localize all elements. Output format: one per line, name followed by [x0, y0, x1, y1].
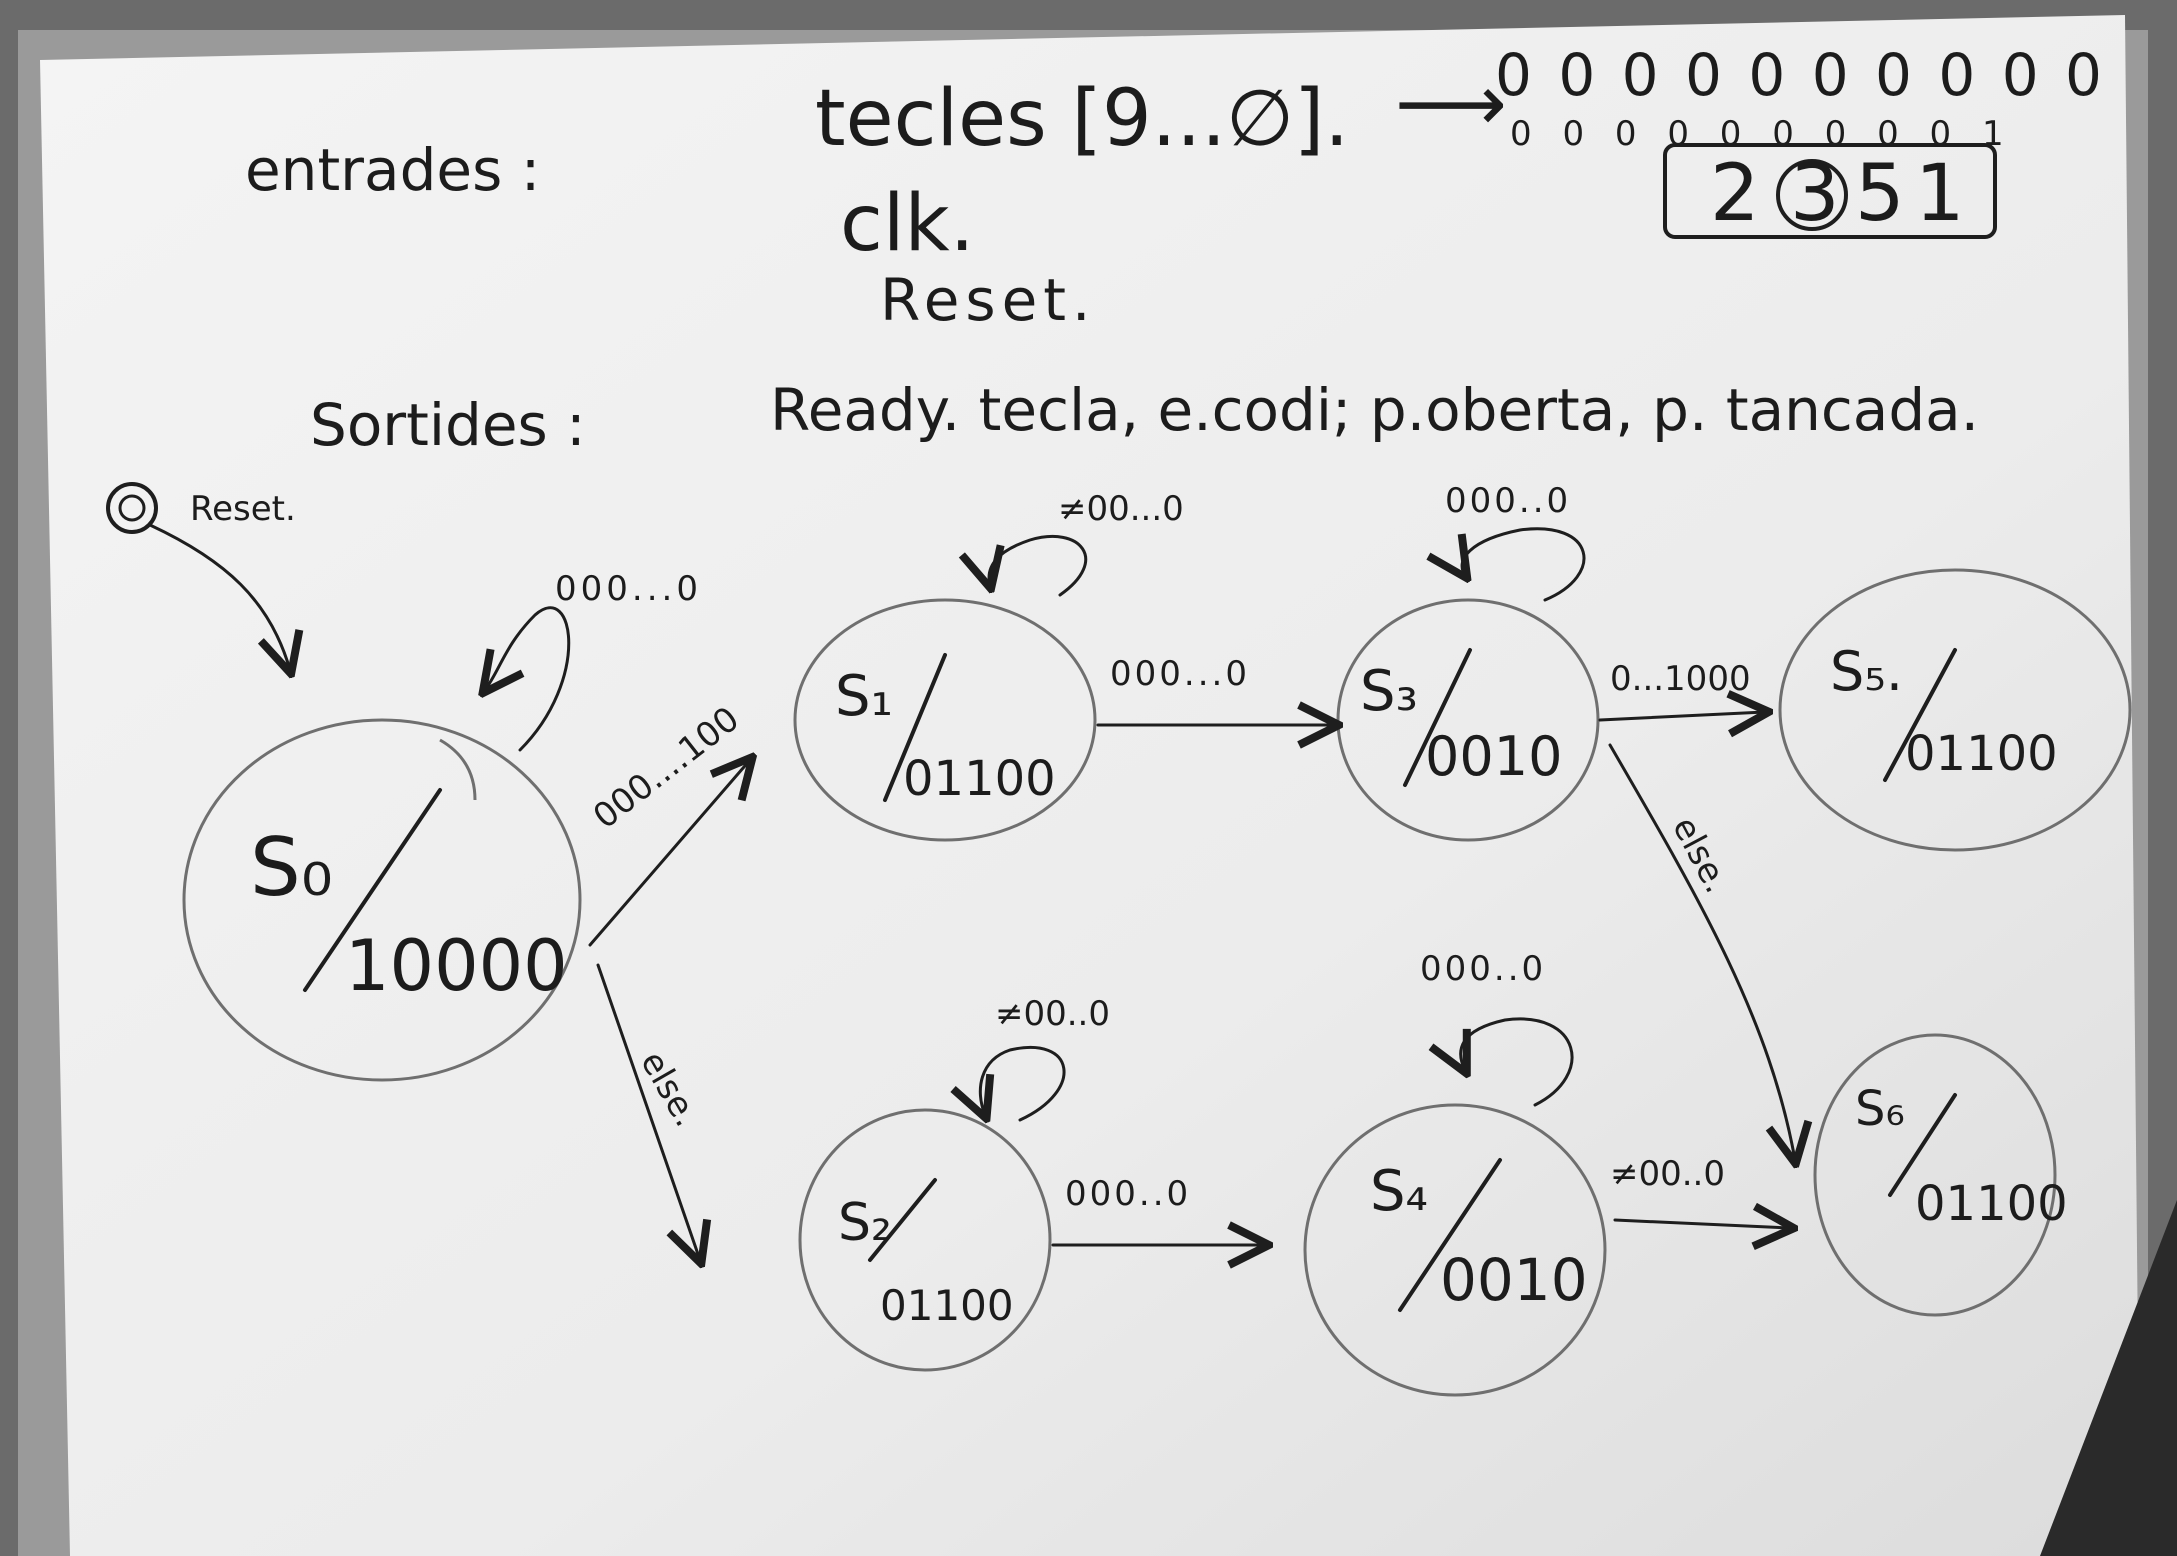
code-row-2: 0 0 0 0 0 0 0 0 0 1 [1510, 114, 2014, 154]
state-divider [303, 788, 442, 992]
state-name: S₁ [835, 664, 893, 729]
loop-s0-label: 000...0 [555, 569, 702, 609]
state-output: 0010 [1425, 725, 1562, 788]
loop-s2 [980, 1046, 1066, 1120]
loop-s4-label: 000..0 [1420, 949, 1546, 989]
state-circle-overlap [439, 738, 477, 801]
state-name: S₂ [838, 1193, 892, 1253]
transition-s2-s4-label: 000..0 [1065, 1174, 1191, 1214]
state-divider [1883, 648, 1957, 782]
transition-s3-s5-label: 0...1000 [1610, 659, 1751, 699]
state-name: S₆ [1855, 1081, 1905, 1137]
state-s6: S₆ 01100 [1813, 1033, 2068, 1317]
transition-s0-s2 [596, 963, 700, 1260]
state-s5: S₅. 01100 [1778, 568, 2132, 852]
transition-s1-s3-label: 000...0 [1110, 654, 1250, 694]
state-divider [1888, 1093, 1957, 1197]
state-s2: S₂ 01100 [798, 1108, 1052, 1372]
state-name: S₄ [1370, 1159, 1428, 1224]
state-divider [1398, 1158, 1502, 1312]
state-name: S₃ [1360, 659, 1418, 724]
state-s0: S₀ 10000 [182, 718, 582, 1082]
state-circle [182, 718, 582, 1082]
state-output: 0010 [1440, 1246, 1588, 1314]
state-name: S₀ [250, 821, 333, 914]
loop-s3 [1462, 527, 1586, 602]
input-keys: tecles [9...∅]. [815, 74, 1349, 164]
transition-s3-s6 [1608, 743, 1795, 1160]
board-surface [40, 15, 2140, 1556]
code-row-1: 0 0 0 0 0 0 0 0 0 0 [1495, 41, 2106, 109]
code-digit-1: 2 [1710, 149, 1760, 239]
reset-label: Reset. [190, 489, 296, 529]
loop-s4 [1461, 1017, 1574, 1107]
reset-initial-dot [106, 482, 158, 534]
code-box-frame [1663, 143, 1997, 239]
state-output: 01100 [1905, 726, 2058, 782]
state-divider [883, 653, 947, 802]
transition-s0-s1 [588, 760, 750, 947]
state-s3: S₃ 0010 [1336, 598, 1600, 842]
code-digit-2: 3 [1790, 149, 1840, 239]
state-output: 01100 [880, 1281, 1014, 1330]
person-shoulder [2040, 1200, 2177, 1556]
state-circle [1303, 1103, 1607, 1397]
loop-s0 [485, 606, 571, 752]
outputs-list: Ready. tecla, e.codi; p.oberta, p. tanca… [770, 376, 1979, 444]
loop-s2-label: ≠00..0 [995, 994, 1110, 1034]
state-divider [868, 1178, 937, 1262]
reset-arrow [148, 523, 290, 670]
state-divider [1403, 648, 1472, 787]
state-circle [798, 1108, 1052, 1372]
state-circle [1813, 1033, 2057, 1317]
code-digit-3: 5 [1855, 149, 1905, 239]
code-digit-highlight [1776, 159, 1848, 231]
input-clk: clk. [840, 179, 975, 269]
state-output: 01100 [1915, 1176, 2068, 1232]
inputs-label: entrades : [245, 136, 540, 204]
code-box: 2 3 5 1 [1663, 143, 1997, 239]
loop-s1 [989, 534, 1088, 595]
code-digit-4: 1 [1915, 149, 1965, 239]
reset-initial-dot-inner [118, 494, 146, 522]
state-s1: S₁ 01100 [793, 598, 1097, 842]
loop-s1-label: ≠00...0 [1058, 489, 1184, 529]
transition-s3-s5 [1598, 712, 1765, 720]
state-circle [793, 598, 1097, 842]
transition-s4-s6-label: ≠00..0 [1610, 1154, 1725, 1194]
state-circle [1778, 568, 2132, 852]
state-name: S₅. [1830, 640, 1903, 703]
key-arrow: ⟶ [1395, 59, 1507, 149]
state-s4: S₄ 0010 [1303, 1103, 1607, 1397]
state-output: 01100 [903, 751, 1056, 807]
outputs-label: Sortides : [310, 391, 586, 459]
loop-s3-label: 000..0 [1445, 481, 1571, 521]
state-output: 10000 [345, 925, 568, 1007]
transition-s4-s6 [1613, 1220, 1790, 1228]
input-reset: Reset. [880, 266, 1096, 334]
